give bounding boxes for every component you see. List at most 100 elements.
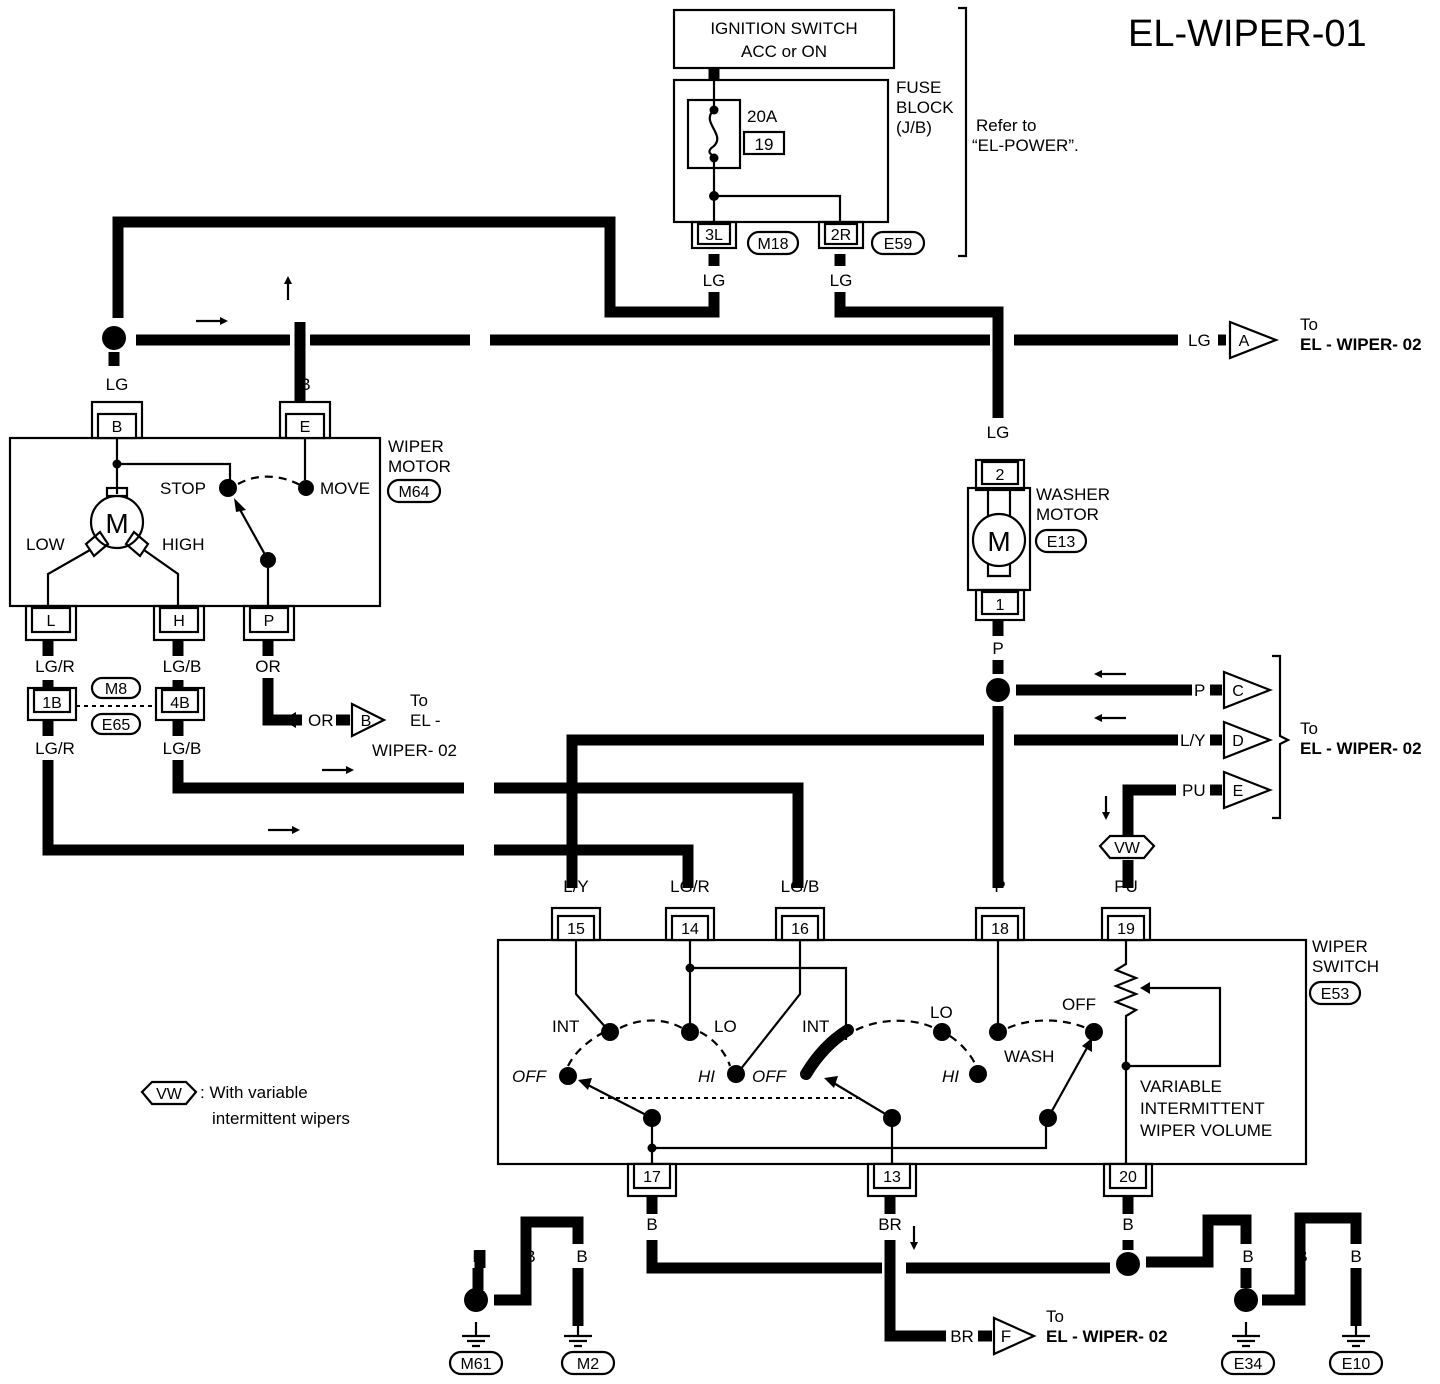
pin-15: 15 bbox=[567, 921, 585, 938]
sw-hi-1: HI bbox=[698, 1067, 715, 1086]
pin-3l: 3L bbox=[705, 227, 723, 244]
wire-label-b-17: B bbox=[646, 1215, 657, 1234]
pin-l: L bbox=[47, 613, 56, 630]
wire-label-lgb-16: LG/B bbox=[781, 877, 820, 896]
wire-label-b-motor: B bbox=[299, 375, 310, 394]
wire-label-lgb-bottom: LG/B bbox=[163, 739, 202, 758]
legend-line-1: : With variable bbox=[200, 1083, 308, 1102]
connector-m2: M2 bbox=[577, 1356, 599, 1373]
ignition-switch-state: ACC or ON bbox=[741, 42, 827, 61]
wiper-motor-label-2: MOTOR bbox=[388, 457, 451, 476]
offpage-c: C bbox=[1232, 683, 1244, 700]
wire-label-lgr-top: LG/R bbox=[35, 657, 75, 676]
ground-m61 bbox=[462, 1334, 490, 1348]
wire-b-17 bbox=[646, 1240, 882, 1274]
pin-1b: 1B bbox=[42, 695, 62, 712]
legend-vw: VW bbox=[156, 1086, 183, 1103]
splice-m61 bbox=[464, 1288, 488, 1312]
fuse-block-label-2: BLOCK bbox=[896, 98, 954, 117]
pin-h: H bbox=[173, 613, 185, 630]
fuse-block-label-3: (J/B) bbox=[896, 118, 932, 137]
pin-16: 16 bbox=[791, 921, 809, 938]
pin-e: E bbox=[300, 419, 311, 436]
high-label: HIGH bbox=[162, 535, 205, 554]
connector-e65: E65 bbox=[102, 717, 131, 734]
harness-wires bbox=[42, 216, 1192, 1214]
offpage-f: F bbox=[1001, 1327, 1011, 1346]
sw-var-3: WIPER VOLUME bbox=[1140, 1121, 1272, 1140]
fuse-block: 20A 19 FUSE BLOCK (J/B) bbox=[672, 78, 954, 224]
wire-label-or-b: OR bbox=[308, 711, 334, 730]
connector-e53: E53 bbox=[1321, 986, 1350, 1003]
wire-label-lgb-top: LG/B bbox=[163, 657, 202, 676]
wire-label-lg-washer: LG bbox=[987, 423, 1010, 442]
offpage-f-to: To bbox=[1046, 1307, 1064, 1326]
pin-2: 2 bbox=[996, 467, 1005, 484]
offpage-d: D bbox=[1232, 733, 1244, 750]
wire-label-pu-e: PU bbox=[1182, 781, 1206, 800]
refer-note-2: “EL-POWER”. bbox=[972, 136, 1079, 155]
wire-label-lg-a: LG bbox=[1188, 331, 1211, 350]
wire-label-p-washer: P bbox=[992, 639, 1003, 658]
offpage-cde-to: To bbox=[1300, 719, 1318, 738]
low-label: LOW bbox=[26, 535, 65, 554]
wiper-switch-label-1: WIPER bbox=[1312, 937, 1368, 956]
pin-4b: 4B bbox=[170, 695, 190, 712]
wire-label-b-m2b: B bbox=[576, 1247, 587, 1266]
offpage-e: E bbox=[1233, 783, 1244, 800]
pin-17: 17 bbox=[643, 1169, 661, 1186]
offpage-a-dest: EL - WIPER- 02 bbox=[1300, 335, 1422, 354]
wiper-switch: L/Y LG/R LG/B P PU 15 14 16 18 19 bbox=[496, 877, 1379, 1198]
connector-e13: E13 bbox=[1047, 534, 1076, 551]
offpage-b-to: To bbox=[410, 691, 428, 710]
wire-label-b-20: B bbox=[1122, 1215, 1133, 1234]
washer-motor-label-1: WASHER bbox=[1036, 485, 1110, 504]
pin-b: B bbox=[112, 419, 123, 436]
page-title: EL-WIPER-01 bbox=[1128, 13, 1367, 55]
pin-19: 19 bbox=[1117, 921, 1135, 938]
sw-int-2: INT bbox=[802, 1017, 829, 1036]
connector-e59: E59 bbox=[884, 236, 913, 253]
offpage-f-arrow bbox=[992, 1316, 1037, 1356]
wiper-motor-m: M bbox=[105, 508, 128, 539]
connector-m8: M8 bbox=[105, 681, 127, 698]
offpage-a-to: To bbox=[1300, 315, 1318, 334]
wire-label-p-c: P bbox=[1194, 681, 1205, 700]
washer-motor: LG 2 M 1 WASHER MOTOR E13 P bbox=[966, 423, 1110, 658]
offpage-b-el: EL - bbox=[410, 711, 441, 730]
fuse-block-label-1: FUSE bbox=[896, 78, 941, 97]
ground-e34 bbox=[1232, 1334, 1260, 1348]
wiper-motor-label-1: WIPER bbox=[388, 437, 444, 456]
pin-20: 20 bbox=[1119, 1169, 1137, 1186]
wire-b-e10-top bbox=[1262, 1212, 1362, 1306]
vw-badge: VW bbox=[1114, 840, 1141, 857]
washer-motor-label-2: MOTOR bbox=[1036, 505, 1099, 524]
wire-label-lg-2r: LG bbox=[830, 271, 853, 290]
wire-label-b-e34: B bbox=[1242, 1247, 1253, 1266]
pin-18: 18 bbox=[991, 921, 1009, 938]
offpage-a: A bbox=[1239, 333, 1250, 350]
refer-note-1: Refer to bbox=[976, 116, 1036, 135]
sw-var-1: VARIABLE bbox=[1140, 1077, 1222, 1096]
connector-m61: M61 bbox=[460, 1356, 491, 1373]
connector-m8-e65: 1B 4B M8 E65 bbox=[26, 676, 206, 736]
wire-label-b-e10a: B bbox=[1296, 1247, 1307, 1266]
offpage-b: B bbox=[361, 713, 372, 730]
wire-label-ly-d: L/Y bbox=[1180, 731, 1206, 750]
sw-off-3: OFF bbox=[1062, 995, 1096, 1014]
sw-off-1: OFF bbox=[512, 1067, 548, 1086]
wire-br-13 bbox=[884, 1240, 946, 1342]
wire-label-lg-motor: LG bbox=[106, 375, 129, 394]
sw-off-2: OFF bbox=[752, 1067, 788, 1086]
ground-m2 bbox=[564, 1334, 592, 1348]
sw-lo-2: LO bbox=[930, 1003, 953, 1022]
pin-1: 1 bbox=[996, 597, 1005, 614]
sw-lo-1: LO bbox=[714, 1017, 737, 1036]
wiper-switch-label-2: SWITCH bbox=[1312, 957, 1379, 976]
connector-e10: E10 bbox=[1342, 1356, 1371, 1373]
washer-motor-symbol bbox=[971, 512, 1027, 568]
fuse-rating: 20A bbox=[747, 107, 778, 126]
sw-var-2: INTERMITTENT bbox=[1140, 1099, 1265, 1118]
legend-line-2: intermittent wipers bbox=[212, 1109, 350, 1128]
